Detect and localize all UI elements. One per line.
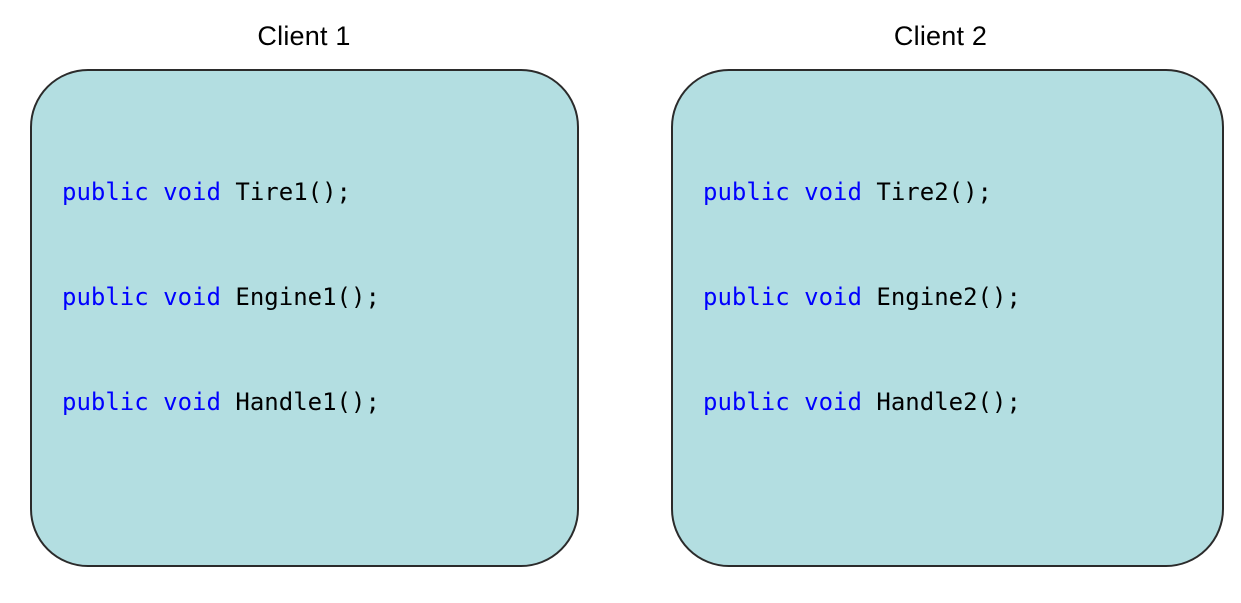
space xyxy=(221,388,235,416)
space xyxy=(221,178,235,206)
keyword-return-type: void xyxy=(163,388,221,416)
method-row: public void Handle1(); xyxy=(62,385,380,420)
keyword-modifier: public xyxy=(703,388,790,416)
keyword-modifier: public xyxy=(62,178,149,206)
method-list-client-2: public void Tire2(); public void Engine2… xyxy=(703,105,1021,490)
method-signature: Handle2(); xyxy=(876,388,1021,416)
panel-group-client-1: Client 1 public void Tire1(); public voi… xyxy=(0,0,608,603)
method-signature: Tire2(); xyxy=(876,178,992,206)
keyword-modifier: public xyxy=(703,283,790,311)
method-signature: Handle1(); xyxy=(235,388,380,416)
keyword-modifier: public xyxy=(62,388,149,416)
space xyxy=(149,388,163,416)
keyword-return-type: void xyxy=(163,283,221,311)
method-signature: Tire1(); xyxy=(235,178,351,206)
panel-box-client-2[interactable]: public void Tire2(); public void Engine2… xyxy=(671,69,1224,567)
panel-title-client-1: Client 1 xyxy=(257,21,351,51)
keyword-return-type: void xyxy=(163,178,221,206)
space xyxy=(862,388,876,416)
method-row: public void Handle2(); xyxy=(703,385,1021,420)
space xyxy=(149,178,163,206)
method-row: public void Engine2(); xyxy=(703,280,1021,315)
space xyxy=(149,283,163,311)
keyword-return-type: void xyxy=(804,388,862,416)
panel-box-client-1[interactable]: public void Tire1(); public void Engine1… xyxy=(30,69,579,567)
keyword-return-type: void xyxy=(804,283,862,311)
space xyxy=(790,283,804,311)
panel-group-client-2: Client 2 public void Tire2(); public voi… xyxy=(640,0,1241,603)
method-signature: Engine1(); xyxy=(235,283,380,311)
keyword-modifier: public xyxy=(62,283,149,311)
space xyxy=(790,178,804,206)
method-list-client-1: public void Tire1(); public void Engine1… xyxy=(62,105,380,490)
keyword-modifier: public xyxy=(703,178,790,206)
space xyxy=(790,388,804,416)
space xyxy=(221,283,235,311)
method-row: public void Engine1(); xyxy=(62,280,380,315)
space xyxy=(862,178,876,206)
space xyxy=(862,283,876,311)
method-row: public void Tire1(); xyxy=(62,175,380,210)
panel-title-client-2: Client 2 xyxy=(893,21,988,51)
method-signature: Engine2(); xyxy=(876,283,1021,311)
method-row: public void Tire2(); xyxy=(703,175,1021,210)
keyword-return-type: void xyxy=(804,178,862,206)
